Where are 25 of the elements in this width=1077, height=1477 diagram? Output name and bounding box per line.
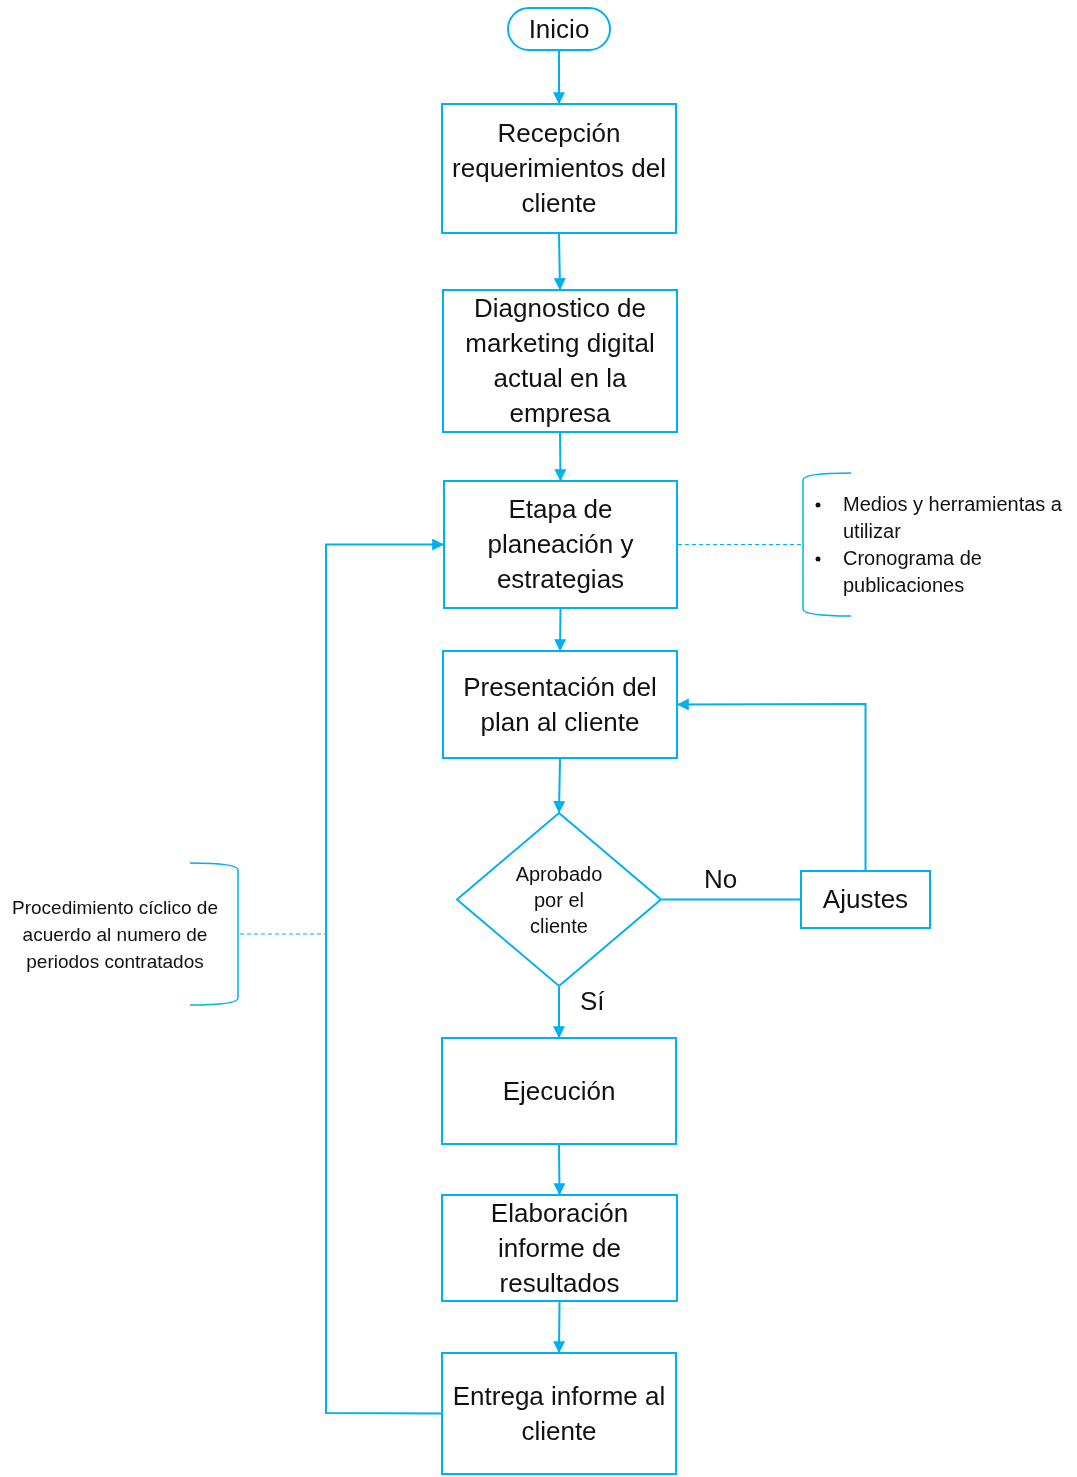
arrow (553, 1301, 566, 1354)
arrow (553, 758, 566, 814)
bullet-item: Cronograma de publicaciones (843, 545, 983, 598)
dashed-leader-line (239, 933, 327, 935)
process-box: Etapa de planeación y estrategias (443, 480, 678, 609)
note-text: Procedimiento cíclico de acuerdo al numero de periodos contratados (11, 895, 219, 974)
process-box: Diagnostico de marketing digital actual en la empresa (442, 289, 678, 433)
start-terminal: Inicio (507, 7, 611, 51)
dashed-leader-line (677, 543, 802, 546)
arrow (325, 538, 445, 1415)
arrow (553, 233, 566, 291)
bullet-item: Medios y herramientas a utilizar (843, 491, 1063, 544)
process-box: Ejecución (441, 1037, 677, 1145)
arrow (554, 608, 567, 652)
process-box: Recepción requerimientos del cliente (441, 103, 677, 234)
arrow (676, 698, 867, 871)
arrow (553, 986, 565, 1039)
process-box: Presentación del plan al cliente (442, 650, 678, 759)
process-box: Elaboración informe de resultados (441, 1194, 678, 1302)
arrow (554, 432, 567, 482)
arrow (553, 1144, 566, 1196)
process-box: Entrega informe al cliente (441, 1352, 677, 1475)
arrow (553, 50, 565, 105)
decision-text: Aprobado por el cliente (514, 861, 604, 939)
process-box: Ajustes (800, 870, 931, 929)
